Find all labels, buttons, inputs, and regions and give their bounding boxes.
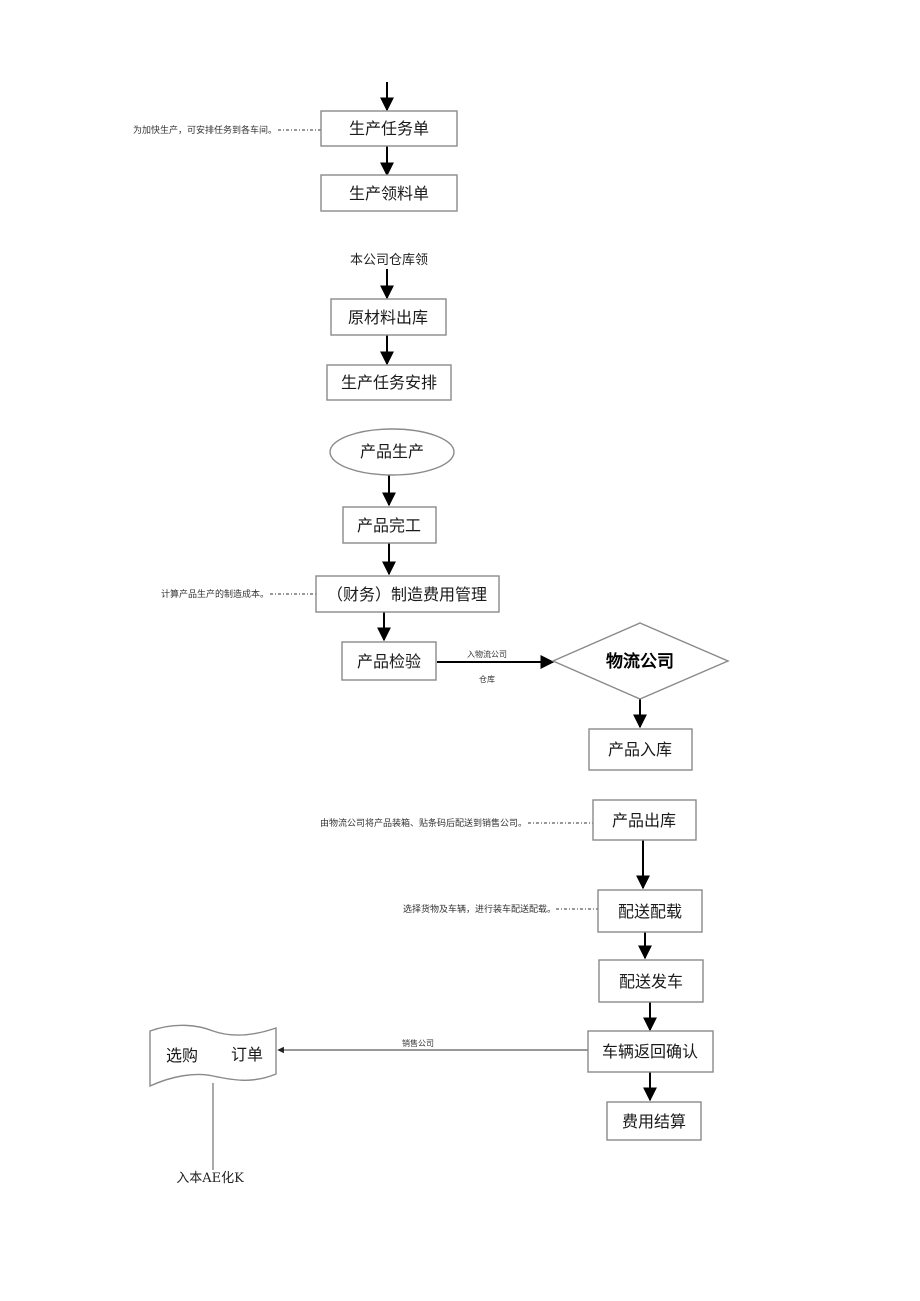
node-logistics-company-label: 物流公司 — [606, 651, 674, 672]
node-production-task-schedule-label: 生产任务安排 — [341, 373, 437, 392]
node-manufacturing-cost-management: （财务）制造费用管理 — [315, 575, 500, 613]
note-packing-delivery: 由物流公司将产品装箱、贴条码后配送到销售公司。 — [320, 817, 527, 829]
node-product-inspection-label: 产品检验 — [357, 652, 421, 671]
node-product-outbound-label: 产品出库 — [612, 811, 676, 830]
node-product-inbound-label: 产品入库 — [608, 740, 672, 759]
node-production-task-order-label: 生产任务单 — [349, 119, 429, 138]
node-vehicle-return-confirm: 车辆返回确认 — [587, 1030, 714, 1073]
edge-label-into-logistics-line1: 入物流公司 — [467, 649, 507, 659]
node-product-production: 产品生产 — [329, 428, 455, 476]
node-production-task-schedule: 生产任务安排 — [326, 364, 452, 401]
node-product-outbound: 产品出库 — [592, 799, 697, 841]
node-production-material-order-label: 生产领料单 — [349, 184, 429, 203]
node-raw-material-outbound-label: 原材料出库 — [348, 308, 428, 327]
node-manufacturing-cost-management-label: （财务）制造费用管理 — [327, 585, 487, 604]
node-vehicle-return-confirm-label: 车辆返回确认 — [602, 1042, 698, 1061]
node-purchase-order-document: 选购 订单 — [149, 1024, 277, 1088]
node-product-completion: 产品完工 — [342, 506, 437, 544]
node-production-material-order: 生产领料单 — [320, 174, 458, 212]
node-delivery-loading: 配送配载 — [597, 889, 703, 933]
edge-label-into-logistics-line2: 仓库 — [479, 674, 495, 684]
edge-label-sales-company: 销售公司 — [402, 1038, 434, 1048]
edge-label-bottom-fragment: 入本AE化K — [176, 1171, 244, 1186]
edge-label-company-warehouse: 本公司仓库领 — [350, 252, 428, 268]
node-purchase-order-right-label: 订单 — [231, 1045, 263, 1064]
node-product-completion-label: 产品完工 — [357, 516, 421, 535]
node-delivery-loading-label: 配送配载 — [618, 902, 682, 921]
note-calculate-cost: 计算产品生产的制造成本。 — [161, 588, 269, 600]
node-production-task-order: 生产任务单 — [320, 110, 458, 147]
note-select-goods-vehicle: 选择货物及车辆，进行装车配送配载。 — [403, 903, 556, 915]
node-cost-settlement-label: 费用结算 — [622, 1112, 686, 1131]
node-product-inspection: 产品检验 — [341, 641, 437, 681]
node-product-production-label: 产品生产 — [360, 442, 424, 461]
node-cost-settlement: 费用结算 — [606, 1101, 702, 1141]
note-speed-up-production: 为加快生产，可安排任务到各车间。 — [133, 124, 277, 136]
node-product-inbound: 产品入库 — [588, 728, 693, 771]
node-purchase-order-left-label: 选购 — [166, 1046, 198, 1065]
node-delivery-dispatch: 配送发车 — [598, 959, 704, 1003]
node-delivery-dispatch-label: 配送发车 — [619, 972, 683, 991]
node-logistics-company: 物流公司 — [551, 622, 730, 700]
node-raw-material-outbound: 原材料出库 — [330, 298, 447, 336]
